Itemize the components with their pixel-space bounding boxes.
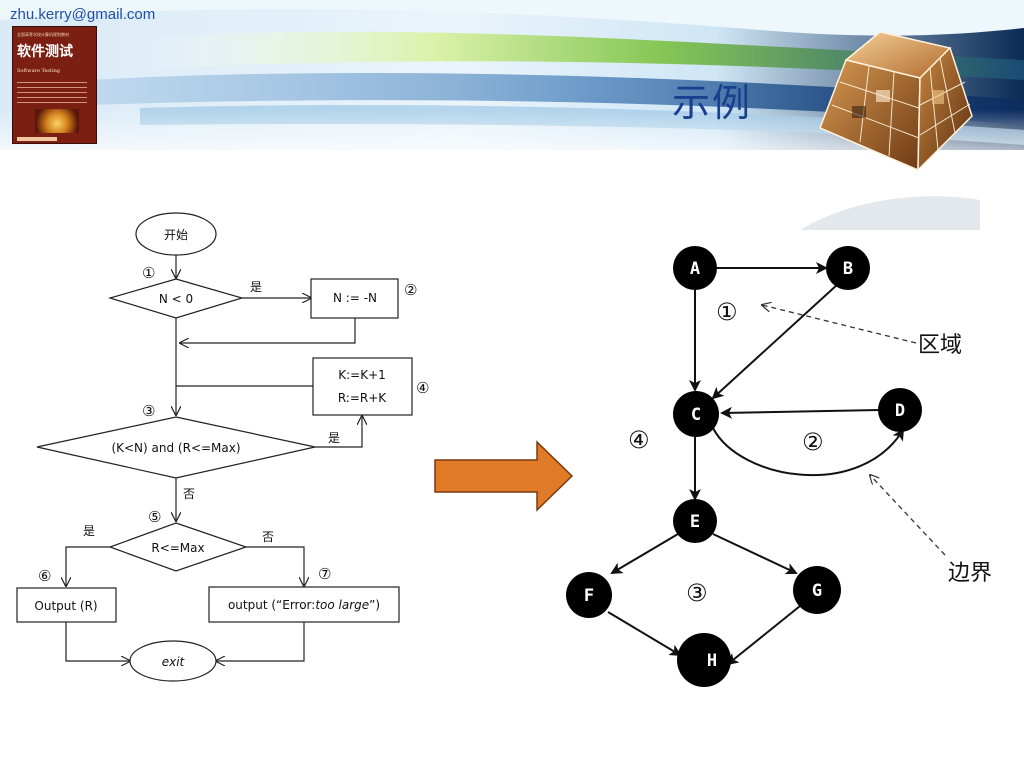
- edge: [65, 622, 130, 661]
- node-e-label: E: [690, 512, 700, 532]
- decision-loop-label: (K<N) and (R<=Max): [111, 441, 240, 455]
- region-annotation: 区域: [918, 333, 962, 358]
- region-1-label: ①: [716, 298, 738, 326]
- slide-title: 示例: [672, 81, 753, 125]
- node-d-label: D: [895, 401, 905, 421]
- output-error-prefix: output (“Error:: [228, 598, 315, 612]
- edge-b-c: [711, 283, 839, 400]
- node-d: [878, 388, 922, 432]
- edge-d-c: [720, 406, 880, 419]
- book-text-lines: [17, 82, 87, 106]
- marker-4: ④: [416, 379, 429, 397]
- output-error-message: too large: [315, 598, 369, 612]
- marker-5: ⑤: [148, 508, 161, 526]
- start-label: 开始: [164, 228, 188, 242]
- decision-max-label: R<=Max: [151, 541, 204, 555]
- output-result: [16, 587, 117, 623]
- process-increment-label-1: K:=K+1: [338, 368, 386, 382]
- book-series: 全国高等学校计算机规划教材: [17, 32, 69, 37]
- process-increment: [312, 357, 413, 416]
- marker-6: ⑥: [38, 567, 51, 585]
- node-c-label: C: [691, 405, 701, 425]
- author-email: zhu.kerry@gmail.com: [10, 6, 156, 23]
- node-h: [677, 633, 731, 687]
- book-subtitle: Software Testing: [17, 68, 60, 74]
- node-c: [673, 391, 719, 437]
- yes-label: 是: [328, 431, 340, 445]
- no-label: 否: [262, 530, 274, 544]
- edge: [246, 546, 304, 586]
- marker-7: ⑦: [318, 565, 331, 583]
- photo-cube-icon: [819, 31, 973, 172]
- node-a-label: A: [690, 259, 700, 279]
- process-negate: [310, 278, 399, 319]
- region-4-label: ④: [628, 426, 650, 454]
- edge-g-h: [726, 605, 801, 666]
- edge-c-d: [712, 427, 905, 477]
- edge: [66, 546, 110, 586]
- decision-n-negative-label: N < 0: [159, 292, 193, 306]
- node-a: [673, 246, 717, 290]
- yes-label: 是: [250, 280, 262, 294]
- process-increment-label-2: R:=R+K: [338, 391, 387, 405]
- edge-f-h: [607, 611, 682, 657]
- boundary-annotation: 边界: [948, 561, 992, 586]
- marker-1: ①: [142, 264, 155, 282]
- node-e: [673, 499, 717, 543]
- process-negate-label: N := -N: [333, 291, 377, 305]
- edge-e-g: [712, 533, 798, 575]
- publisher-logo: [17, 137, 57, 141]
- decision-max: [108, 522, 248, 572]
- node-f-label: F: [584, 586, 594, 606]
- exit-label: exit: [162, 655, 186, 669]
- node-b-label: B: [843, 259, 853, 279]
- control-flow-graph: A B C D E F G H ① ② ③ ④ 区域 边界: [566, 246, 992, 687]
- marker-2: ②: [404, 281, 417, 299]
- book-title: 软件测试: [17, 44, 73, 60]
- marker-3: ③: [142, 402, 155, 420]
- node-g: [793, 566, 841, 614]
- no-label: 否: [183, 487, 195, 501]
- node-b: [826, 246, 870, 290]
- region-3-label: ③: [686, 579, 708, 607]
- output-result-label: Output (R): [34, 599, 97, 613]
- edge: [180, 318, 356, 343]
- node-h-label: H: [707, 651, 717, 671]
- yes-label: 是: [83, 524, 95, 538]
- region-2-label: ②: [802, 428, 824, 456]
- node-f: [566, 572, 612, 618]
- book-illustration: [35, 109, 79, 133]
- output-error: [208, 586, 400, 623]
- output-error-suffix: ”): [369, 598, 380, 612]
- edge: [216, 622, 305, 661]
- book-cover: 全国高等学校计算机规划教材 软件测试 Software Testing: [12, 26, 97, 144]
- exit-terminal: [129, 640, 217, 682]
- node-g-label: G: [812, 581, 822, 601]
- flowchart: 开始 ① N < 0 是 N := -N ② K:=K+1 R:=R+K ④ ③…: [16, 212, 429, 682]
- transform-arrow: [434, 440, 574, 512]
- edge-e-f: [610, 533, 679, 575]
- boundary-pointer: [870, 475, 946, 556]
- output-error-label: output (“Error:too large”): [228, 598, 380, 612]
- region-pointer: [762, 305, 917, 344]
- edge: [315, 416, 362, 448]
